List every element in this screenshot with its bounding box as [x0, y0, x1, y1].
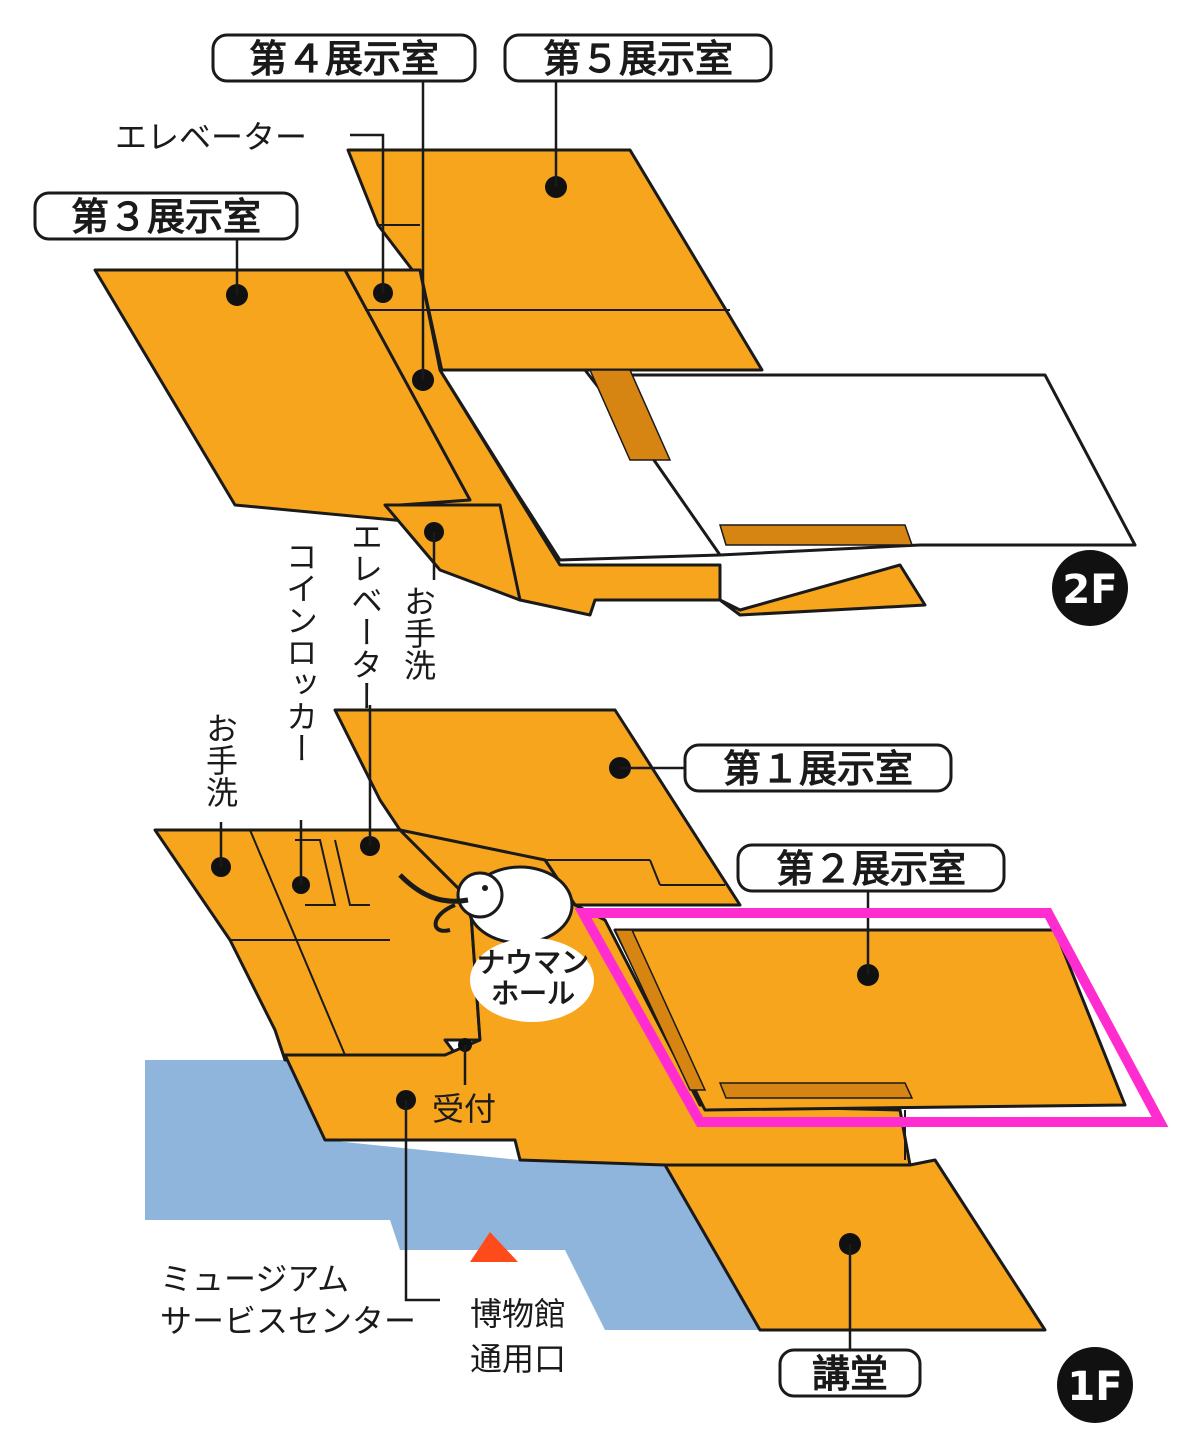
coin-locker-label: コインロッカー	[281, 540, 319, 764]
pill-room-2[interactable]: 第２展示室	[736, 843, 1006, 893]
hall-label-line2: ホール	[491, 977, 575, 1010]
pill-room-5[interactable]: 第５展示室	[503, 33, 773, 83]
toilet-2f-label: お手洗	[399, 585, 437, 681]
entrance-label-line1: 博物館	[470, 1295, 566, 1333]
room-1-label: 第１展示室	[723, 747, 913, 791]
left-block-1f	[153, 828, 482, 1062]
auditorium-label: 講堂	[812, 1352, 888, 1396]
reception-label: 受付	[432, 1090, 496, 1128]
hall-label-line1: ナウマン	[477, 946, 589, 979]
room-3-label: 第３展示室	[71, 195, 261, 239]
museum-service-label-line1: ミュージアム	[160, 1260, 349, 1298]
pill-room-1[interactable]: 第１展示室	[683, 743, 953, 793]
room-2-label: 第２展示室	[776, 847, 966, 891]
pill-auditorium[interactable]: 講堂	[778, 1348, 922, 1398]
floor-1f-badge: 1F	[1057, 1347, 1133, 1423]
pill-room-3[interactable]: 第３展示室	[33, 191, 299, 241]
museum-service-label-line2: サービスセンター	[160, 1302, 416, 1340]
floor-1f-text: 1F	[1067, 1364, 1122, 1410]
floor-2f-badge: 2F	[1052, 550, 1128, 626]
stairs-1f-bottom	[718, 1082, 914, 1099]
toilet-2f-area[interactable]	[383, 503, 522, 602]
elevator-1f-label: エレベーター	[346, 520, 384, 712]
elephant-mascot-icon	[398, 865, 594, 1022]
room-2-highlight	[574, 908, 1169, 1127]
toilet-1f-label: お手洗	[201, 712, 239, 808]
stairs-2f-top	[588, 369, 672, 461]
room-5-label: 第５展示室	[543, 37, 733, 81]
floor-1f: ナウマン ホール	[145, 705, 1169, 1350]
pill-room-4[interactable]: 第４展示室	[211, 33, 477, 83]
entrance-label-line2: 通用口	[470, 1340, 566, 1378]
stairs-1f	[613, 929, 707, 1091]
room-4-label: 第４展示室	[249, 37, 439, 81]
entrance-marker	[470, 1232, 518, 1262]
stairs-2f-bottom	[718, 524, 914, 546]
plaza-water	[145, 1060, 760, 1330]
floor-2f	[93, 80, 1137, 617]
floor-2f-text: 2F	[1062, 567, 1117, 613]
elevator-2f-label: エレベーター	[115, 118, 307, 156]
